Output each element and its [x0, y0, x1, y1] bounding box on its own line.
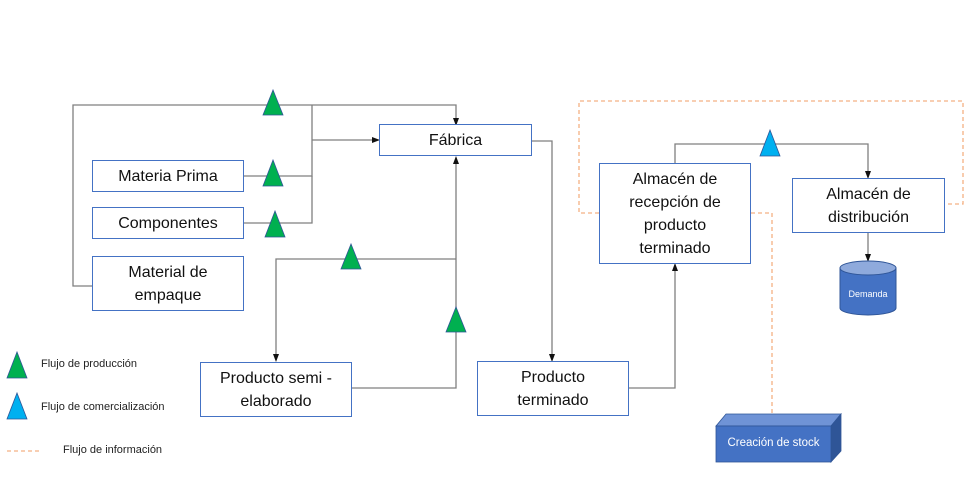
connector-fabrica-semi	[273, 258, 456, 362]
production-flow-triangle	[264, 209, 286, 238]
node-almacen-distribucion[interactable]: Almacén de distribución	[792, 178, 945, 233]
production-flow-triangle	[445, 305, 467, 333]
demanda-label: Demanda	[848, 289, 888, 299]
connector-fabrica-terminado	[532, 140, 555, 362]
connector-componentes	[244, 176, 313, 224]
node-materia-prima[interactable]: Materia Prima	[92, 160, 244, 192]
node-componentes[interactable]: Componentes	[92, 207, 244, 239]
legend-production-label: Flujo de producción	[41, 358, 138, 370]
production-flow-triangle	[262, 88, 284, 116]
legend-information-label: Flujo de información	[63, 444, 163, 456]
connector-terminado-recepcion	[629, 263, 678, 389]
legend-commercial-label: Flujo de comercialización	[41, 401, 165, 413]
connector-empaque-fabrica	[72, 104, 459, 287]
node-fabrica[interactable]: Fábrica	[379, 124, 532, 156]
connector-materia-prima	[244, 105, 313, 177]
connector-semi-fabrica	[352, 156, 459, 389]
info-flow-top	[578, 100, 964, 214]
demanda-cylinder	[839, 260, 897, 316]
creacion-stock-label: Creación de stock	[727, 437, 820, 449]
legend-green-triangle-icon	[6, 350, 28, 379]
info-flow-stock	[751, 212, 773, 430]
node-material-empaque[interactable]: Material de empaque	[92, 256, 244, 311]
production-flow-triangle	[340, 242, 362, 270]
node-almacen-recepcion[interactable]: Almacén de recepción de producto termina…	[599, 163, 751, 264]
node-producto-terminado[interactable]: Producto terminado	[477, 361, 629, 416]
production-flow-triangle	[262, 158, 284, 187]
creacion-stock-box	[715, 412, 842, 464]
legend-blue-triangle-icon	[6, 391, 28, 420]
node-producto-semi[interactable]: Producto semi - elaborado	[200, 362, 352, 417]
commercial-flow-triangle	[759, 128, 781, 157]
